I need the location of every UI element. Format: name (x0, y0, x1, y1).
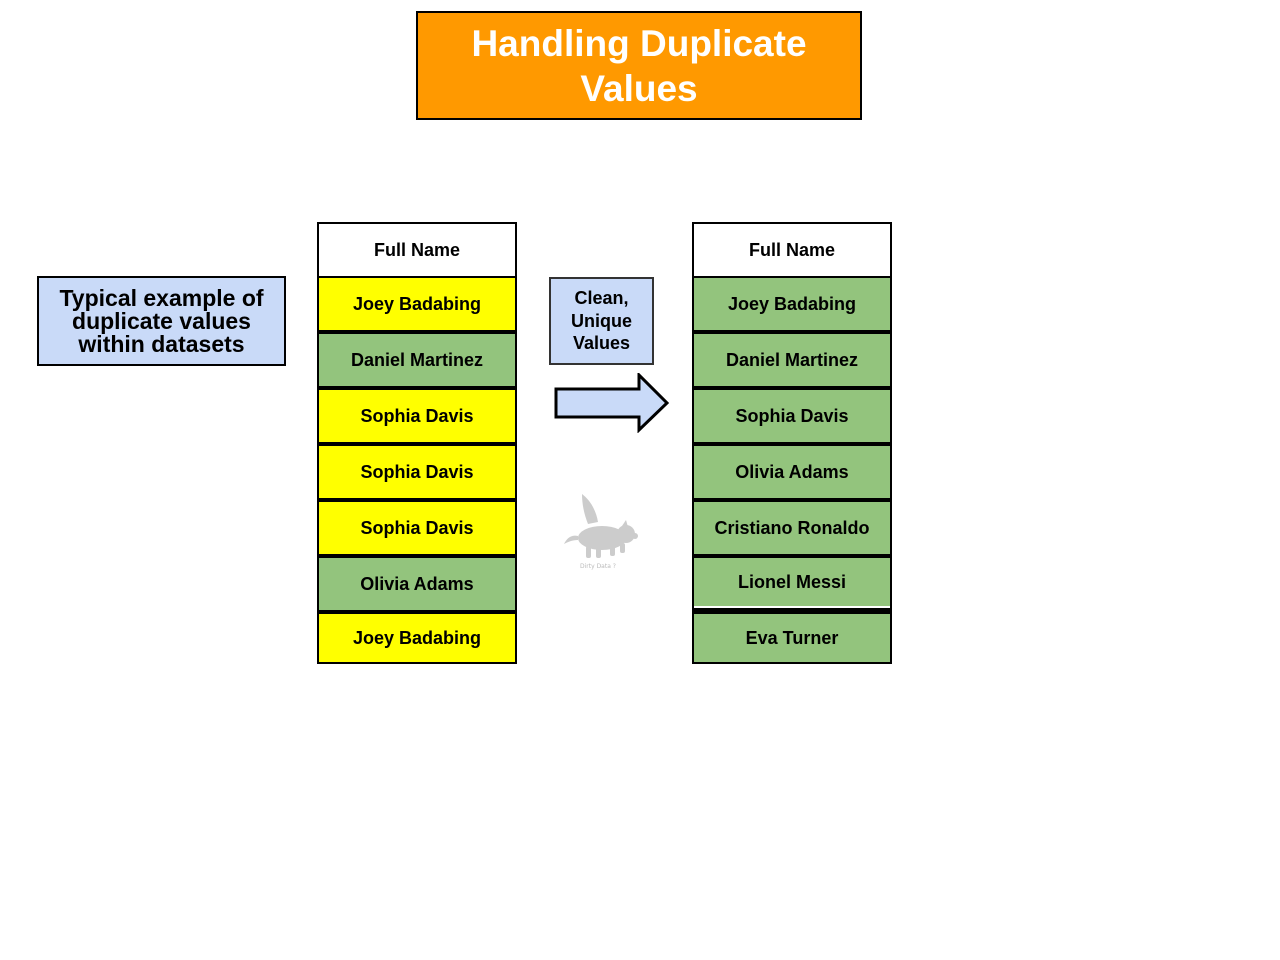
table-row: Sophia Davis (694, 390, 890, 442)
watermark-text: Dirty Data ? (580, 563, 616, 570)
right-arrow-icon (554, 373, 670, 433)
duplicate-names-table: Full Name Joey Badabing Daniel Martinez … (317, 222, 517, 664)
table-row: Sophia Davis (319, 446, 515, 498)
table-row: Olivia Adams (319, 558, 515, 610)
table-row: Eva Turner (694, 614, 890, 662)
page-title: Handling Duplicate Values (471, 22, 807, 109)
table-row: Sophia Davis (319, 390, 515, 442)
table-row: Olivia Adams (694, 446, 890, 498)
title-box: Handling Duplicate Values (416, 11, 862, 120)
table-row: Joey Badabing (319, 278, 515, 330)
description-box: Typical example of duplicate values with… (37, 276, 286, 366)
description-text: Typical example of duplicate values with… (59, 284, 264, 357)
table-row: Daniel Martinez (319, 334, 515, 386)
table-header: Full Name (694, 224, 890, 276)
table-row: Cristiano Ronaldo (694, 502, 890, 554)
transform-label-box: Clean, Unique Values (549, 277, 654, 365)
table-row: Lionel Messi (694, 558, 890, 608)
unique-names-table: Full Name Joey Badabing Daniel Martinez … (692, 222, 892, 664)
table-row: Sophia Davis (319, 502, 515, 554)
table-row: Joey Badabing (694, 278, 890, 330)
transform-label: Clean, Unique Values (571, 288, 632, 354)
flying-pig-icon (564, 494, 638, 558)
table-header: Full Name (319, 224, 515, 276)
table-row: Joey Badabing (319, 614, 515, 662)
table-row: Daniel Martinez (694, 334, 890, 386)
